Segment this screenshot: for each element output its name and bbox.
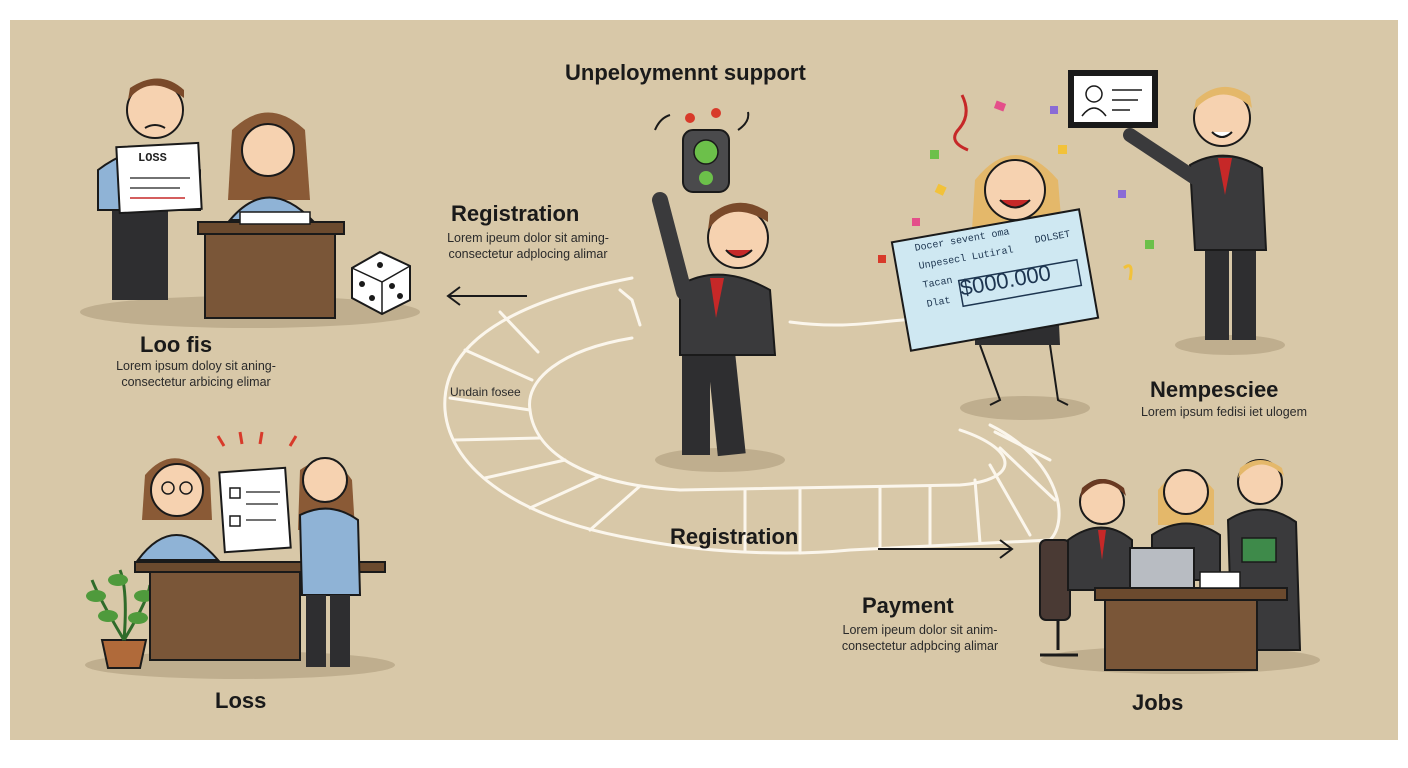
plant-icon — [86, 569, 154, 669]
arrow-right — [878, 539, 1014, 559]
confetti — [878, 94, 1154, 281]
loss-document — [115, 141, 203, 215]
presenter-figure — [1123, 86, 1268, 340]
page-title: Unpeloymennt support — [565, 60, 806, 85]
traffic-light-icon — [654, 108, 750, 193]
standing-woman-figure — [298, 457, 362, 667]
loss-document-label: LOSS — [138, 151, 167, 165]
scene-newspecie — [878, 70, 1285, 420]
path-label: Undain fosee — [450, 385, 521, 399]
businessman-figure — [652, 192, 777, 457]
desk-top-left — [197, 211, 345, 319]
giant-check — [890, 208, 1100, 352]
stage-caption-loss-top: Lorem ipsum doloy sit aning- consectetur… — [96, 358, 296, 390]
scene-loss-bottom — [85, 431, 395, 679]
scene-centre — [652, 108, 785, 472]
desk-bottom-left — [134, 561, 386, 661]
arrow-left — [446, 286, 527, 306]
scene-loss-top — [80, 78, 420, 328]
team-man-right — [1226, 459, 1302, 651]
stage-heading-registration-bottom: Registration — [670, 524, 799, 549]
stage-heading-registration-top: Registration — [451, 201, 580, 226]
stage-heading-payment: Payment — [862, 593, 954, 618]
stage-heading-loss-top: Loo fis — [140, 332, 213, 357]
desk-bottom-right — [1094, 571, 1288, 671]
checklist-document — [218, 466, 292, 554]
caption-line: Lorem ipsum fedisi iet ulogem — [1140, 405, 1308, 419]
team-man-left — [1067, 479, 1133, 591]
worried-woman-figure — [227, 112, 315, 221]
game-path — [443, 276, 1061, 555]
stage-caption-newspecie: Lorem ipsum fedisi iet ulogem — [1124, 404, 1324, 420]
alert-marks-icon — [216, 431, 298, 447]
caption-line: consectetur adpbcing alimar — [841, 639, 999, 653]
caption-line: consectetur adplocing alimar — [448, 247, 608, 261]
stage-caption-registration-top: Lorem ipeum dolor sit aming- consectetur… — [428, 230, 628, 262]
caption-line: Lorem ipeum dolor sit aming- — [447, 231, 609, 245]
glasses-woman-figure — [136, 458, 221, 561]
scene-jobs — [1039, 459, 1320, 674]
id-card-icon — [1068, 70, 1158, 128]
stage-heading-loss-bottom: Loss — [215, 688, 267, 713]
dice-icon — [351, 250, 411, 316]
stage-heading-newspecie: Nempesciee — [1150, 377, 1279, 402]
caption-line: Lorem ipsum doloy sit aning- — [116, 359, 276, 373]
stage-heading-jobs: Jobs — [1132, 690, 1184, 715]
stage-caption-payment: Lorem ipeum dolor sit anim- consectetur … — [820, 622, 1020, 654]
caption-line: consectetur arbicing elimar — [121, 375, 271, 389]
caption-line: Lorem ipeum dolor sit anim- — [842, 623, 998, 637]
